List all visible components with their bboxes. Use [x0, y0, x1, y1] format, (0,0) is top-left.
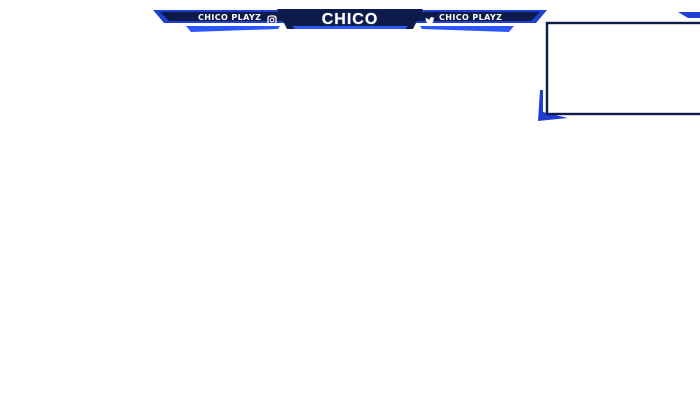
right-accent-shape — [420, 26, 514, 32]
title-shield-shape — [277, 9, 423, 29]
webcam-frame — [538, 12, 700, 124]
left-handle-label: CHICO PLAYZ — [198, 13, 262, 22]
banner-shape — [153, 9, 547, 32]
instagram-icon — [267, 12, 277, 25]
webcam-window — [545, 21, 700, 116]
webcam-border-shape — [538, 12, 700, 121]
top-banner: CHICO PLAYZ CHICO CHICO PLAYZ — [150, 8, 550, 34]
right-handle-label: CHICO PLAYZ — [439, 13, 503, 22]
webcam-bottom-left-accent — [538, 90, 568, 121]
title-underline-shape — [292, 26, 408, 29]
webcam-top-accent — [678, 12, 700, 18]
channel-title: CHICO — [321, 11, 379, 28]
twitter-icon — [425, 13, 435, 25]
left-accent-shape — [186, 26, 280, 32]
